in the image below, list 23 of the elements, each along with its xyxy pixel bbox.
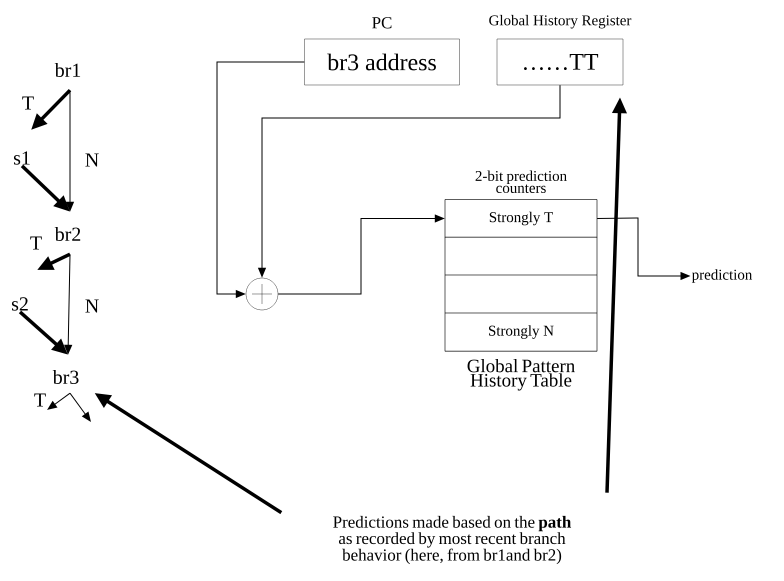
path-label: s1: [14, 151, 30, 165]
table-row: Strongly N: [444, 312, 598, 352]
path-label: s2: [12, 297, 28, 311]
branch-label: br1: [54, 62, 80, 77]
output-label: prediction: [692, 269, 752, 283]
edge-label: T: [32, 392, 48, 408]
register-box: br3 address: [304, 38, 460, 86]
edge-label: T: [20, 95, 36, 111]
table-row: [444, 236, 598, 276]
edge-label: T: [28, 235, 44, 251]
table-caption: Global Pattern History Table: [468, 359, 575, 391]
register-label: PC: [372, 17, 392, 28]
branch-label: br3: [52, 370, 79, 384]
branch-label: br2: [54, 226, 80, 241]
edge-label: N: [84, 152, 100, 168]
table-row: [444, 274, 598, 314]
register-label: Global History Register: [489, 14, 632, 28]
adder-circle: [246, 278, 278, 310]
register-box: ……TT: [496, 38, 624, 86]
note-text: Predictions made based on the path as recorded by most recent branch behavior (here, from br1and br2): [333, 516, 572, 564]
edge-label: N: [84, 298, 100, 314]
table-row: Strongly T: [444, 199, 598, 238]
table-heading: 2-bit prediction counters: [476, 170, 567, 193]
